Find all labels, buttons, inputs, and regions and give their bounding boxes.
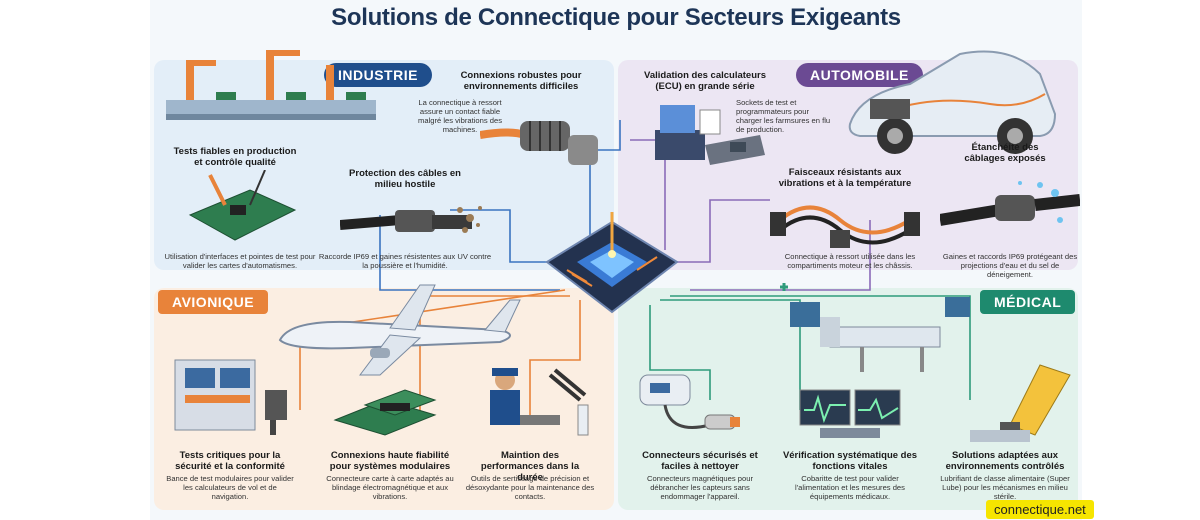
medical-env-desc: Lubrifiant de classe alimentaire (Super … bbox=[940, 474, 1070, 501]
avionics-perf-desc: Outils de sertissage de précision et dés… bbox=[465, 474, 595, 501]
spring-connector-illustration bbox=[480, 121, 598, 165]
sealed-cable-illustration bbox=[940, 181, 1080, 226]
test-bench-illustration bbox=[174, 359, 287, 435]
industry-cable-title: Protection des câbles en milieu hostile bbox=[349, 168, 461, 190]
infographic-canvas: Solutions de Connectique pour Secteurs E… bbox=[150, 0, 1082, 520]
ecu-programmer-illustration bbox=[655, 105, 765, 165]
airplane-illustration bbox=[278, 284, 521, 376]
avionics-modular-desc: Connecteure carte à carte adaptés au bli… bbox=[326, 474, 454, 501]
medical-badge: MÉDICAL bbox=[980, 290, 1076, 314]
avionics-badge: AVIONIQUE bbox=[158, 290, 269, 314]
medical-env-title: Solutions adaptées aux environnements co… bbox=[945, 450, 1065, 472]
central-chip-illustration bbox=[545, 212, 679, 314]
lubricant-tube-illustration bbox=[970, 364, 1071, 442]
magnetic-connector-illustration bbox=[639, 374, 740, 430]
medical-secure-desc: Connecteurs magnétiques pour débrancher … bbox=[647, 474, 753, 501]
technician-crimping-illustration bbox=[490, 368, 589, 436]
avionics-modular-title: Connexions haute fiabilité pour systèmes… bbox=[329, 450, 451, 472]
avionics-perf-title: Maintion des performances dans la durée bbox=[480, 450, 580, 483]
medical-vital-title: Vérification systématique des fonctions … bbox=[782, 450, 918, 472]
wiring-harness-illustration bbox=[770, 205, 920, 248]
automotive-harness-desc: Connectique à ressort utilisée dans les … bbox=[784, 252, 916, 270]
car-cutaway-illustration bbox=[848, 50, 1057, 154]
robot-assembly-line-illustration bbox=[166, 50, 376, 120]
automotive-ecu-title: Validation des calculateurs (ECU) en gra… bbox=[644, 70, 766, 92]
automotive-seal-desc: Gaines et raccords IP69 protégeant des p… bbox=[942, 252, 1078, 279]
site-watermark: connectique.net bbox=[986, 500, 1094, 519]
automotive-harness-title: Faisceaux résistants aux vibrations et à… bbox=[778, 167, 912, 189]
vital-monitor-illustration bbox=[799, 389, 901, 438]
page-title: Solutions de Connectique pour Secteurs E… bbox=[331, 4, 901, 31]
avionics-critical-title: Tests critiques pour la sécurité et la c… bbox=[175, 450, 285, 472]
automotive-ecu-desc: Sockets de test et programmateurs pour c… bbox=[736, 98, 831, 134]
medical-vital-desc: Cobaritte de test pour valider l'aliment… bbox=[795, 474, 905, 501]
industry-cable-desc: Raccorde IP69 et gaines résistentes aux … bbox=[318, 252, 492, 270]
industry-badge: INDUSTRIE bbox=[324, 63, 432, 87]
industry-tests-desc: Utilisation d'interfaces et pointes de t… bbox=[164, 252, 316, 270]
industry-robust-desc: La connectique à ressort assure un conta… bbox=[418, 98, 502, 134]
avionics-critical-desc: Bance de test modulaires pour valider le… bbox=[166, 474, 294, 501]
ip69-cable-gland-illustration bbox=[340, 206, 482, 233]
automotive-badge: AUTOMOBILE bbox=[796, 63, 923, 87]
modular-boards-illustration bbox=[333, 389, 437, 436]
industry-robust-title: Connexions robustes pour environnements … bbox=[460, 70, 582, 92]
industry-tests-title: Tests fiables en production et contrôle … bbox=[173, 146, 297, 168]
hospital-room-illustration bbox=[780, 283, 970, 372]
circuit-board-test-illustration bbox=[188, 170, 297, 241]
medical-secure-title: Connecteurs sécurisés et faciles à netto… bbox=[642, 450, 758, 472]
automotive-seal-title: Étanchéité des câblages exposés bbox=[964, 142, 1046, 164]
